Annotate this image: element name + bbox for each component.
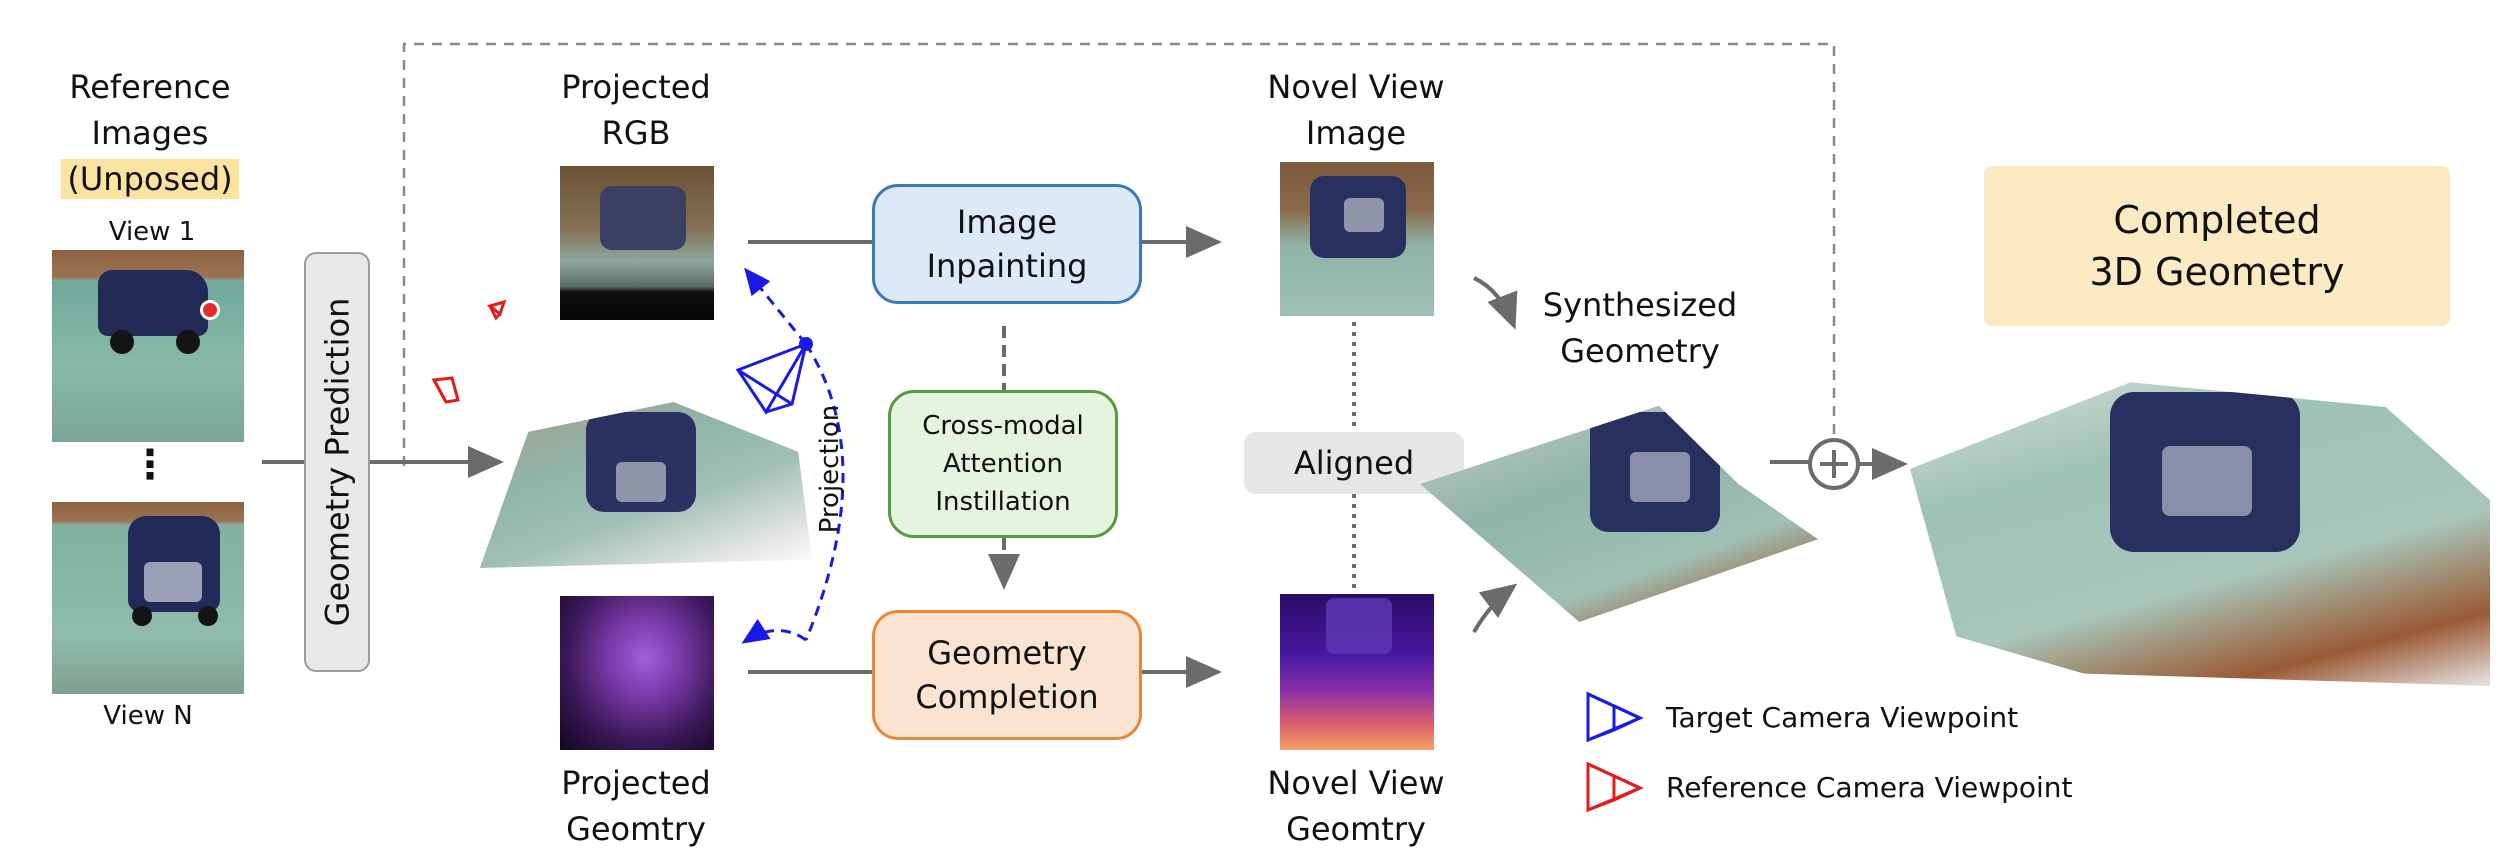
novel-view-geometry-title: Novel View Geomtry	[1267, 764, 1445, 848]
projected-geometry-image	[560, 596, 714, 750]
completed-3d-geometry-label: Completed 3D Geometry	[1984, 166, 2450, 326]
projected-geometry-title: Projected Geomtry	[561, 764, 711, 848]
reference-image-view-n	[52, 502, 244, 694]
ellipsis: ⋮	[130, 442, 170, 488]
projected-rgb-title: Projected RGB	[561, 68, 711, 152]
novel-view-image-title: Novel View Image	[1267, 68, 1445, 152]
projection-label: Projection	[815, 404, 845, 534]
truck-shape	[98, 270, 208, 336]
projected-rgb-image	[560, 166, 714, 320]
geometry-prediction-block: Geometry Prediction	[304, 252, 370, 672]
projection-arc	[804, 343, 845, 641]
legend-target-label: Target Camera Viewpoint	[1666, 701, 2019, 734]
reference-images-title: Reference Images (Unposed)	[40, 64, 260, 202]
view-n-label: View N	[103, 701, 193, 731]
reference-camera-frustum-1	[486, 299, 507, 321]
reference-camera-frustum-2	[431, 376, 460, 404]
unposed-tag: (Unposed)	[61, 159, 239, 199]
legend-reference-icon	[1586, 761, 1644, 813]
arrow-image-to-synthesized	[1473, 276, 1518, 330]
image-inpainting-block: Image Inpainting	[872, 184, 1142, 304]
legend-target-icon	[1586, 691, 1644, 743]
skip-connection-dashed	[402, 42, 1836, 466]
synthesized-geometry-title: Synthesized Geometry	[1542, 286, 1738, 370]
reference-image-view-1	[52, 250, 244, 442]
view-1-label: View 1	[108, 217, 196, 247]
novel-view-image	[1280, 162, 1434, 316]
completed-3d-geometry-pointcloud	[1910, 382, 2490, 686]
cross-modal-attention-block: Cross-modal Attention Instillation	[888, 390, 1118, 538]
novel-view-geometry-image	[1280, 594, 1434, 750]
geometry-completion-block: Geometry Completion	[872, 610, 1142, 740]
arrow-geometry-to-synthesized	[1472, 583, 1518, 633]
legend-reference-label: Reference Camera Viewpoint	[1666, 771, 2073, 804]
target-camera-frustum	[735, 341, 810, 415]
